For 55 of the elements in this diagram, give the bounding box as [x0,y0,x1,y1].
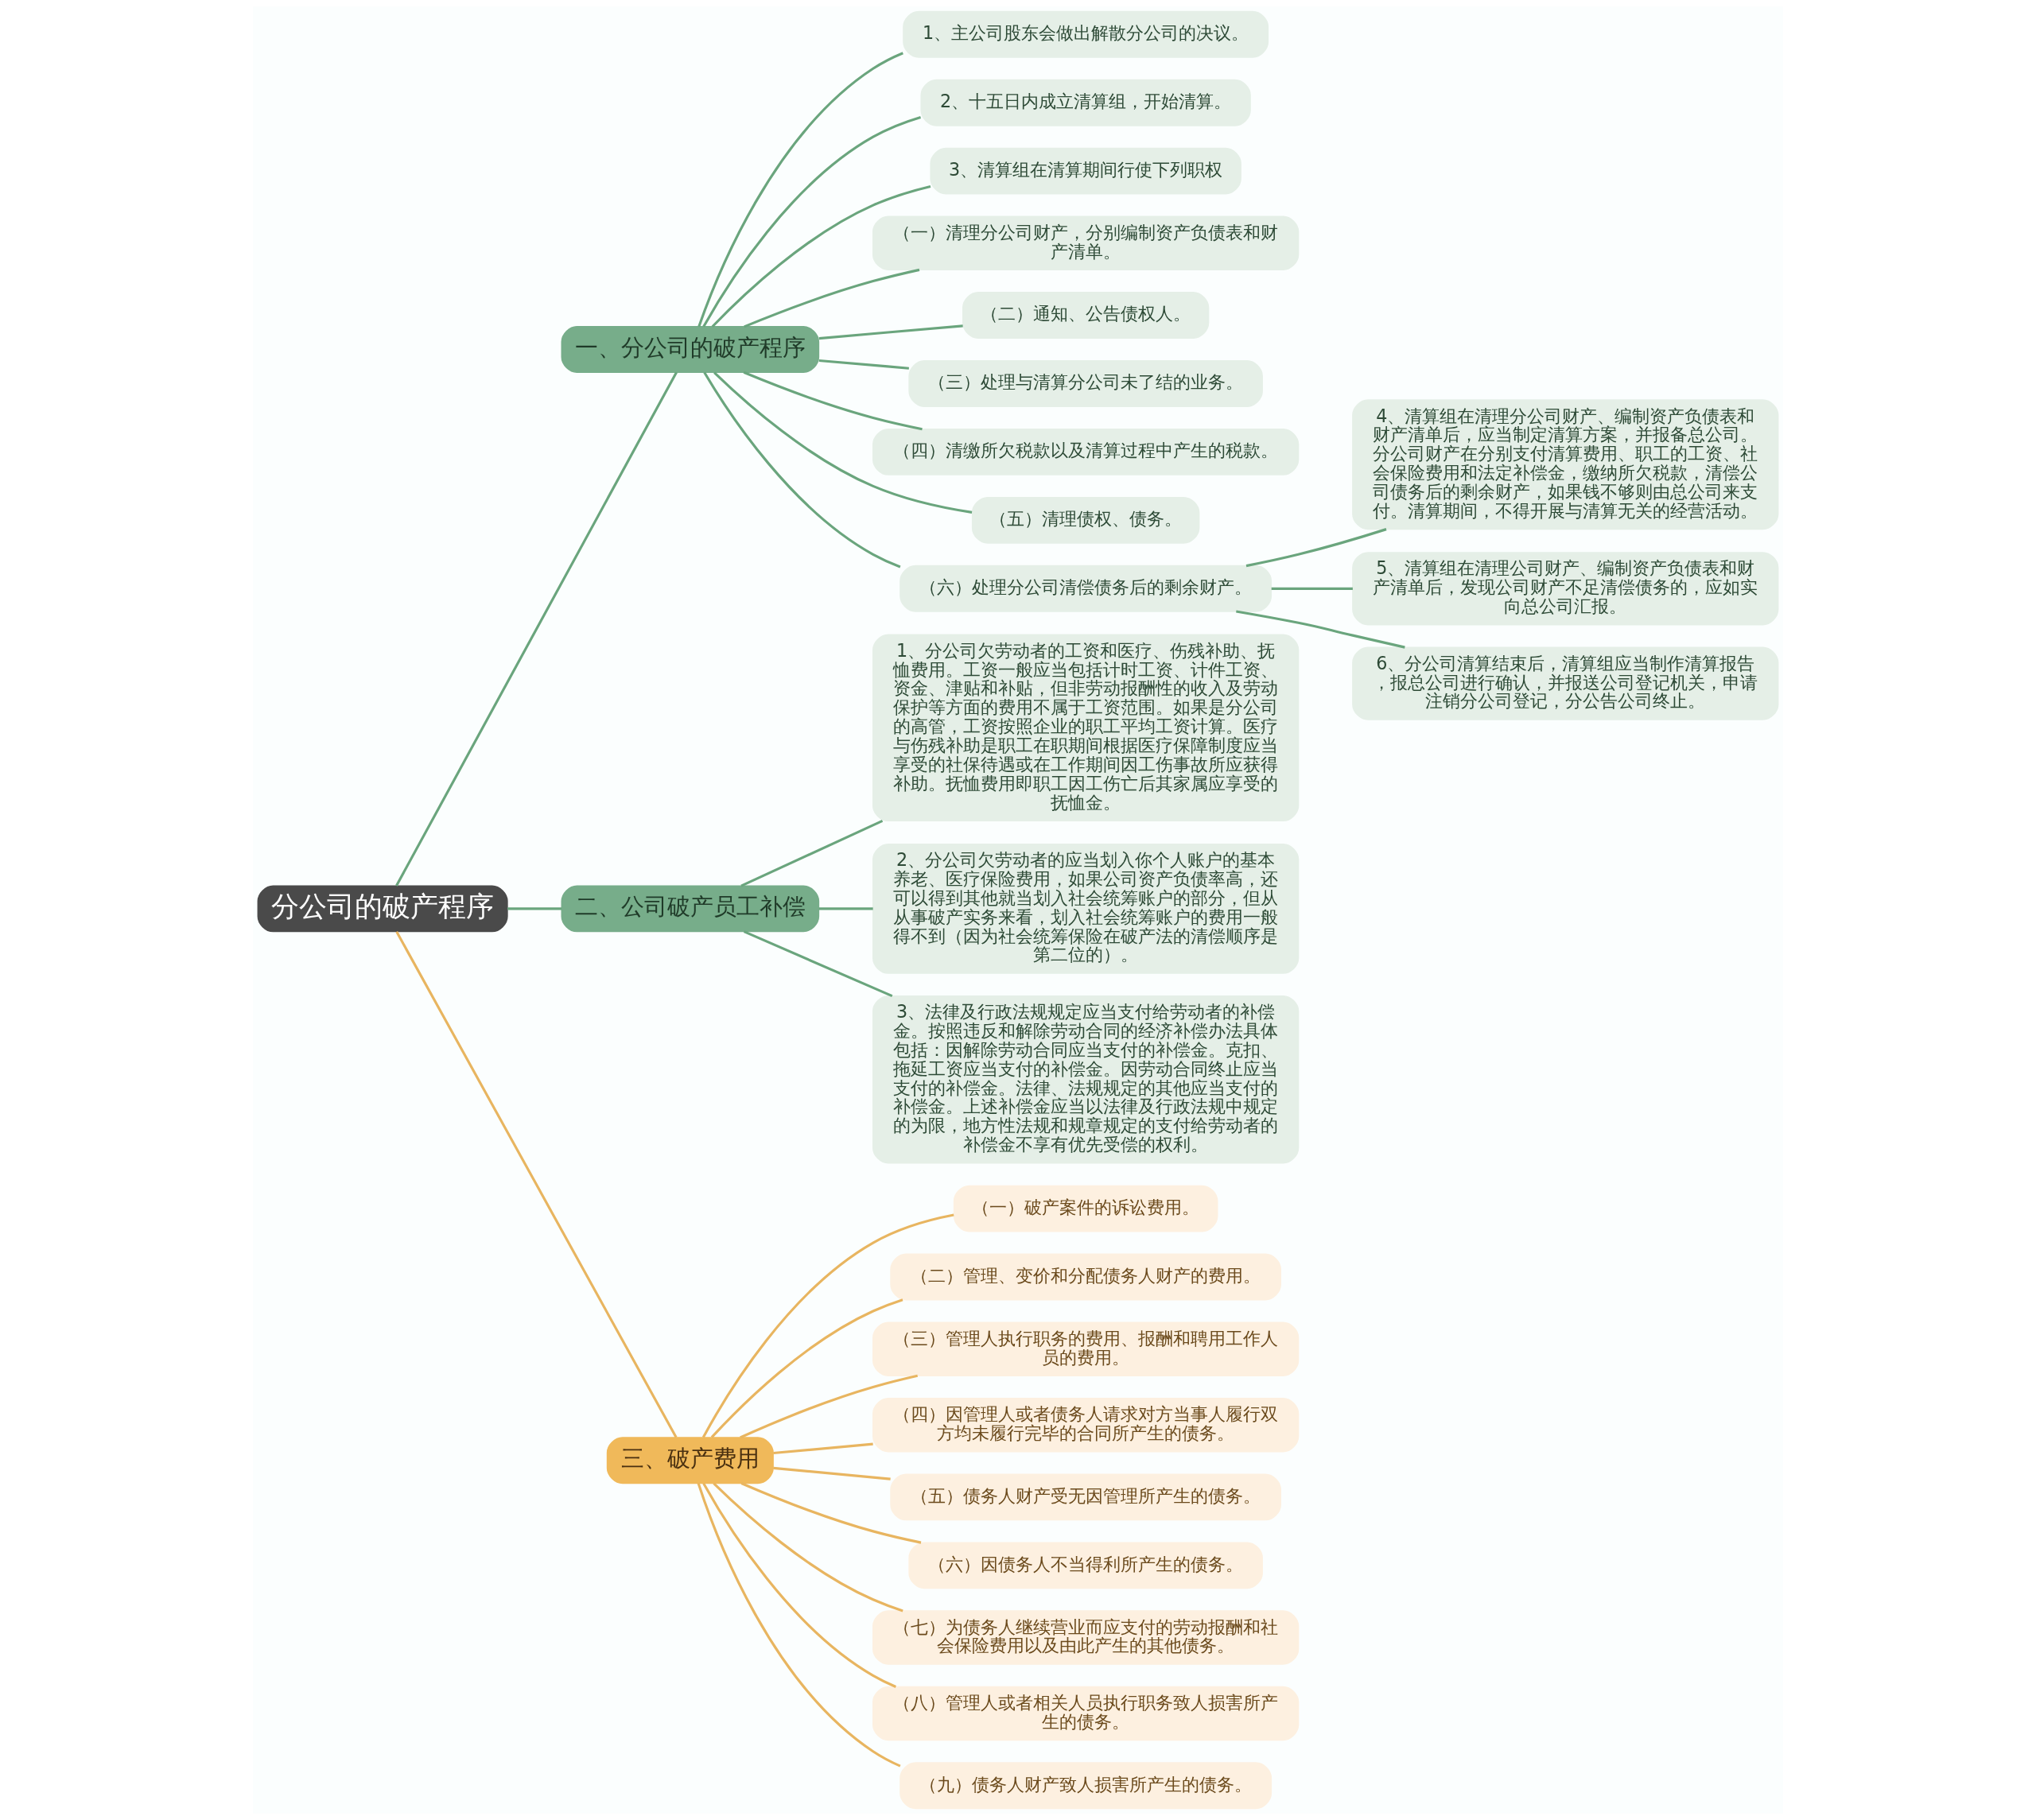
node-box: 4、清算组在清理分公司财产、编制资产负债表和财产清单后，应当制定清算方案，并报备总公司。分公司财产在分别支付清算费用、职工的工资、社会保险费用和法定补偿金，缴纳所欠税款，清偿公司债务后的剩余财产，如果钱不够则由总公司来支付。清算期间，不得开展与清算无关的经营活动。 [1352,399,1779,530]
connector [773,1442,873,1455]
node-box: （六）处理分公司清偿债务后的剩余财产。 [899,565,1272,612]
node-box: （四）因管理人或者债务人请求对方当事人履行双方均未履行完毕的合同所产生的债务。 [872,1398,1300,1453]
node-box: 3、清算组在清算期间行使下列职权 [930,147,1241,195]
connector [697,52,903,328]
node-box: 2、十五日内成立清算组，开始清算。 [920,79,1251,126]
connector [711,184,931,328]
node-box: （六）因债务人不当得利所产生的债务。 [908,1542,1263,1589]
connector [773,1466,891,1480]
node-box: 分公司的破产程序 [257,885,508,933]
connector [740,1374,919,1439]
connector [702,1482,896,1688]
connector [1271,587,1353,590]
connector [744,268,920,328]
node-box: （五）债务人财产受无因管理所产生的债务。 [890,1473,1281,1521]
connector [1236,610,1405,649]
node-box: （二）通知、公告债权人。 [962,292,1210,339]
connector [713,1482,903,1612]
connector [818,359,909,370]
node-box: （八）管理人或者相关人员执行职务致人损害所产生的债务。 [872,1686,1300,1741]
connector [713,371,973,514]
connector [1245,528,1387,568]
connector [395,371,678,887]
connector [702,115,922,328]
node-box: 2、分公司欠劳动者的应当划入你个人账户的基本养老、医疗保险费用，如果公司资产负债率高，还可以得到其他就当划入社会统筹账户的部分，但从从事破产实务来看，划入社会统筹账户的费用一般得不到（因为社会统筹保险在破产法的清偿顺序是第二位的）。 [872,843,1300,974]
node-box: 三、破产费用 [606,1437,774,1484]
connector [507,907,562,910]
node-box: （五）清理债权、债务。 [971,496,1200,544]
node-box: （九）债务人财产致人损害所产生的债务。 [899,1762,1272,1810]
connector [818,324,963,340]
node-box: （四）清缴所欠税款以及清算过程中产生的税款。 [872,428,1300,475]
connector [710,1298,903,1438]
node-box: 1、主公司股东会做出解散分公司的决议。 [903,10,1269,58]
node-box: 5、清算组在清理公司财产、编制资产负债表和财产清单后，发现公司财产不足清偿债务的，应如实向总公司汇报。 [1352,552,1779,626]
node-box: 二、公司破产员工补偿 [561,885,820,933]
connector [818,907,873,910]
node-box: 1、分公司欠劳动者的工资和医疗、伤残补助、抚恤费用。工资一般应当包括计时工资、计件工资、资金、津贴和补贴，但非劳动报酬性的收入及劳动保护等方面的费用不属于工资范围。如果是分公司的高管，工资按照企业的职工平均工资计算。医疗与伤残补助是职工在职期间根据医疗保障制度应当享受的社保待遇或在工作期间因工伤事故所应获得补助。抚恤费用即职工因工伤亡后其家属应享受的抚恤金。 [872,634,1300,822]
connector [740,1481,922,1544]
node-box: 一、分公司的破产程序 [561,326,820,373]
connector [740,819,884,887]
connector [743,930,893,998]
node-box: （三）管理人执行职务的费用、报酬和聘用工作人员的费用。 [872,1321,1300,1376]
node-box: （七）为债务人继续营业而应支付的劳动报酬和社会保险费用以及由此产生的其他债务。 [872,1610,1300,1665]
connector [697,1482,901,1768]
connector [743,371,923,431]
node-box: （三）处理与清算分公司未了结的业务。 [908,360,1263,407]
node-box: 6、分公司清算结束后，清算组应当制作清算报告，报总公司进行确认，并报送公司登记机关，申请注销分公司登记，分公告公司终止。 [1352,646,1779,720]
node-box: 3、法律及行政法规规定应当支付给劳动者的补偿金。按照违反和解除劳动合同的经济补偿办法具体包括：因解除劳动合同应当支付的补偿金。克扣、拖延工资应当支付的补偿金。因劳动合同终止应当支付的补偿金。法律、法规规定的其他应当支付的补偿金。上述补偿金应当以法律及行政法规中规定的为限，地方性法规和规章规定的支付给劳动者的补偿金不享有优先受偿的权利。 [872,995,1300,1164]
node-box: （一）破产案件的诉讼费用。 [953,1185,1218,1232]
node-box: （一）清理分公司财产，分别编制资产负债表和财产清单。 [872,215,1300,271]
connector [701,1213,954,1438]
connector [703,371,901,569]
connector [395,931,678,1438]
node-box: （二）管理、变价和分配债务人财产的费用。 [890,1253,1281,1301]
